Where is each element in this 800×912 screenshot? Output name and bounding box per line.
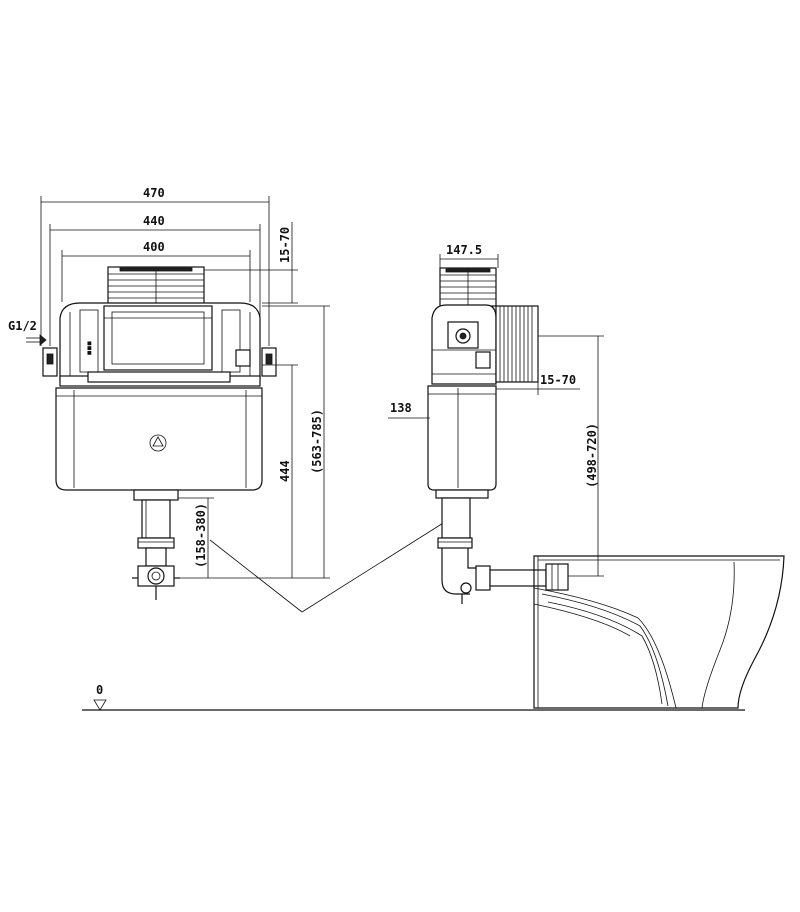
side-view-cistern: [427, 267, 569, 604]
front-dimension-lines: [26, 196, 449, 613]
dim-498-720-label: (498-720): [585, 423, 599, 488]
wall-hung-toilet: [533, 555, 785, 709]
inlet-g1-2-label: G1/2: [8, 319, 37, 333]
floor-zero-label: 0: [96, 683, 103, 697]
dim-563-785-label: (563-785): [310, 409, 324, 474]
dim-440-label: 440: [143, 214, 165, 228]
dim-158-380-label: (158-380): [194, 503, 208, 568]
dim-470-label: 470: [143, 186, 165, 200]
dim-400-label: 400: [143, 240, 165, 254]
dim-147-5-label: 147.5: [446, 243, 482, 257]
floor-line: [82, 699, 745, 711]
dim-15-70-top-label: 15-70: [278, 227, 292, 263]
svg-text:■■■: ■■■: [86, 341, 92, 355]
front-view-cistern: ■■■: [42, 266, 277, 600]
dim-15-70-side-label: 15-70: [540, 373, 576, 387]
dim-138-label: 138: [390, 401, 412, 415]
dim-444-label: 444: [278, 460, 292, 482]
side-dimension-lines: [388, 254, 604, 577]
